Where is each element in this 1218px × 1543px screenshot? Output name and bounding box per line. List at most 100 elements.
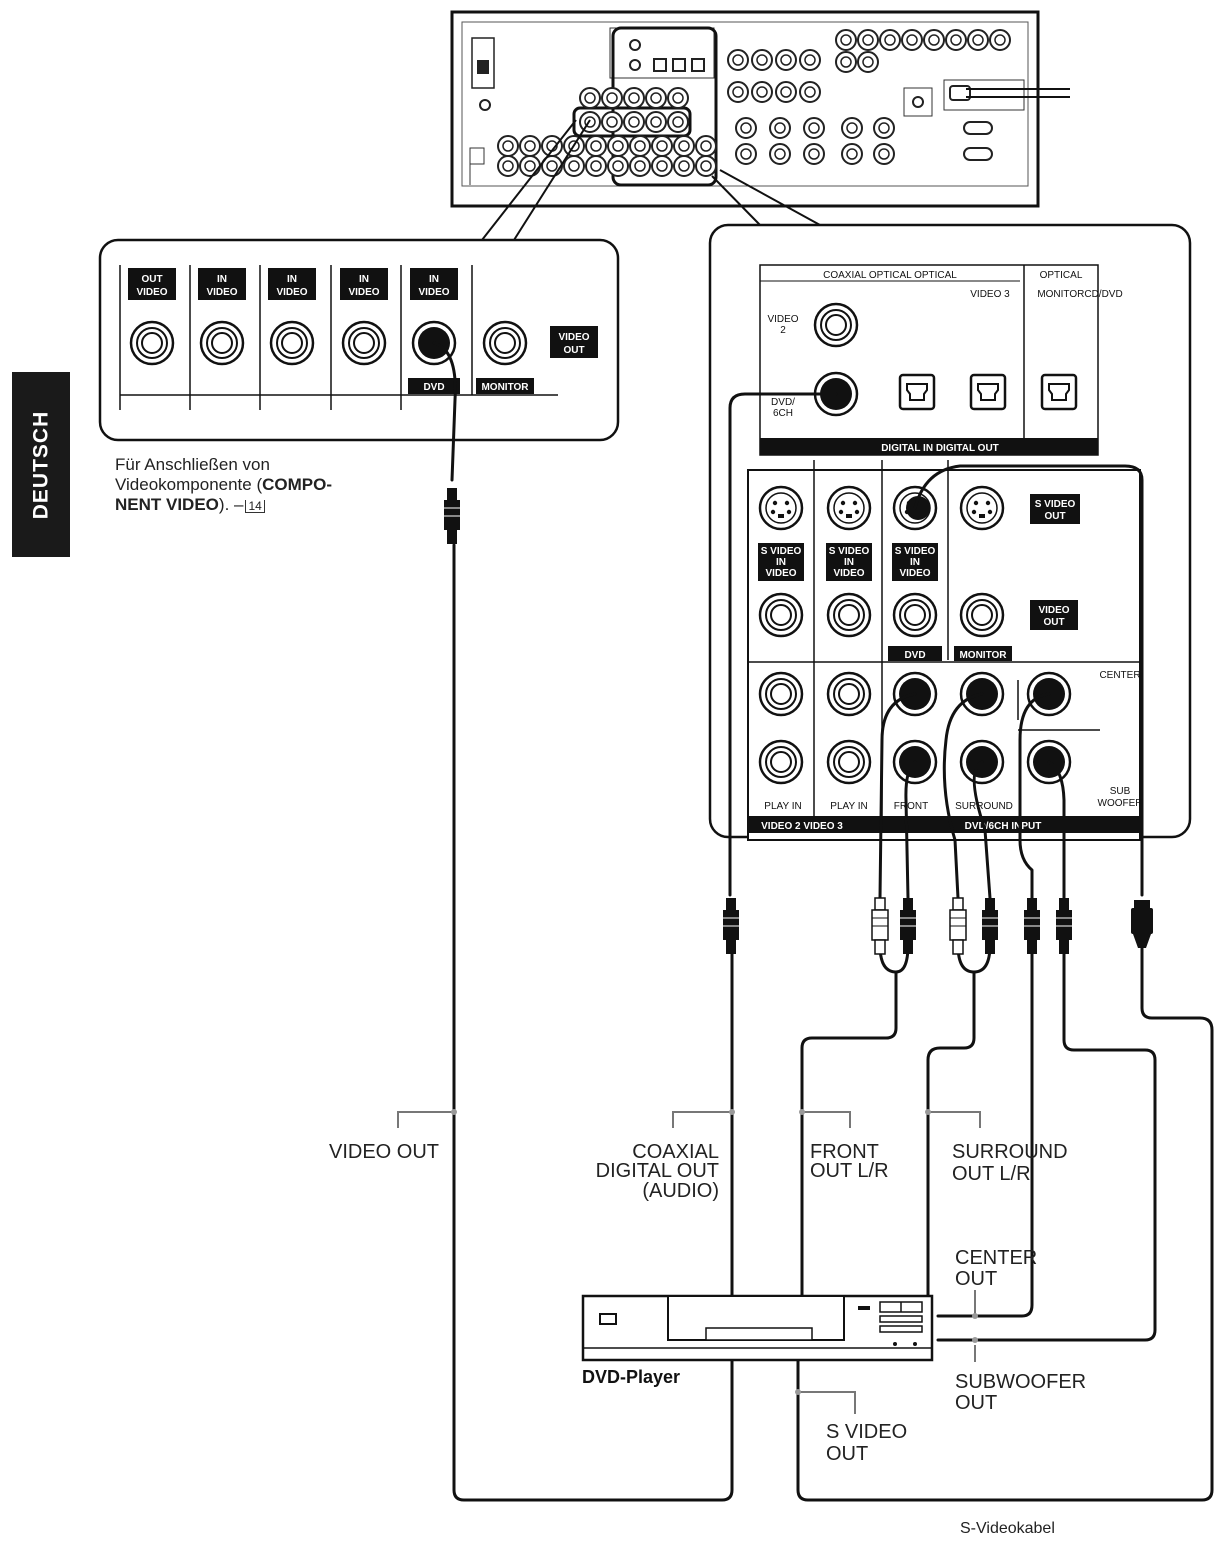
- svg-text:6CH: 6CH: [773, 408, 793, 419]
- label-dvd: DVD: [408, 378, 460, 394]
- jack-in-video-2: [269, 320, 315, 366]
- play-in-label-1: PLAY IN: [764, 801, 801, 812]
- label-video-out-right: VIDEO OUT: [1030, 600, 1078, 630]
- label-s-video-in-2: S VIDEO IN VIDEO: [826, 543, 872, 581]
- note-bold-1: COMPO-: [262, 475, 333, 494]
- svg-text:VIDEO: VIDEO: [418, 287, 449, 298]
- label-surround-out: SURROUND: [952, 1141, 1068, 1163]
- audio-play-in-2-r: [826, 739, 872, 785]
- svg-text:IN: IN: [776, 557, 786, 568]
- optical-jack-2: [969, 373, 1007, 411]
- label-center-out: CENTER: [955, 1247, 1037, 1269]
- s-video-cable: [913, 464, 1144, 897]
- svg-text:(AUDIO): (AUDIO): [642, 1180, 719, 1202]
- svg-text:OUT: OUT: [955, 1268, 997, 1290]
- bottom-bar-right: DVD/6CH INPUT: [965, 821, 1042, 832]
- coaxial-cable: [728, 392, 838, 897]
- svg-text:VIDEO: VIDEO: [765, 568, 796, 579]
- digital-header: COAXIAL OPTICAL OPTICAL: [823, 270, 957, 281]
- surround-cable-r: [972, 760, 992, 900]
- note-bold-2: NENT VIDEO: [115, 495, 219, 514]
- svg-text:VIDEO: VIDEO: [206, 287, 237, 298]
- optical-header: OPTICAL: [1040, 270, 1083, 281]
- receiver-rear-panel: [450, 10, 1070, 208]
- audio-play-in-1-r: [758, 739, 804, 785]
- svg-text:S VIDEO: S VIDEO: [829, 546, 870, 557]
- label-video-out: VIDEO OUT: [550, 326, 598, 358]
- jack-out-video: [129, 320, 175, 366]
- s-video-in-1: [758, 485, 804, 531]
- play-in-label-2: PLAY IN: [830, 801, 867, 812]
- plugs: [443, 487, 1153, 955]
- svg-text:IN: IN: [429, 274, 439, 285]
- label-front-out: FRONT: [810, 1141, 879, 1163]
- video-in-1: [758, 592, 804, 638]
- left-zoom-panel: OUT VIDEO IN VIDEO IN VIDEO IN VIDEO IN …: [98, 238, 620, 442]
- dvd-player: DVD-Player: [581, 1294, 934, 1387]
- svg-text:VIDEO: VIDEO: [276, 287, 307, 298]
- s-video-plug: [1131, 900, 1153, 948]
- video-in-dvd: [892, 592, 938, 638]
- svg-text:IN: IN: [910, 557, 920, 568]
- label-subwoofer-out: SUBWOOFER: [955, 1371, 1086, 1393]
- svg-text:OUT: OUT: [1044, 511, 1065, 522]
- svg-text:WOOFER: WOOFER: [1098, 798, 1143, 809]
- dvd-player-label: DVD-Player: [582, 1367, 680, 1387]
- surround-cable-l: [942, 692, 984, 900]
- label-in-video-2: IN VIDEO: [268, 268, 316, 300]
- component-video-note: Für Anschließen von Videokomponente (COM…: [115, 455, 435, 515]
- jack-coaxial-video2: [813, 302, 859, 348]
- svg-text:OUT: OUT: [563, 345, 584, 356]
- label-video-out-cable: VIDEO OUT: [329, 1141, 439, 1163]
- label-coaxial: COAXIAL: [632, 1141, 719, 1163]
- audio-play-in-2-l: [826, 671, 872, 717]
- callout-dots: [451, 1109, 978, 1395]
- sub-woofer-label: SUB: [1110, 786, 1131, 797]
- front-label: FRONT: [894, 801, 928, 812]
- video3-label: VIDEO 3: [970, 289, 1010, 300]
- svg-text:MONITOR: MONITOR: [959, 650, 1007, 661]
- label-in-video-1: IN VIDEO: [198, 268, 246, 300]
- label-s-video-in-1: S VIDEO IN VIDEO: [758, 543, 804, 581]
- surround-label: SURROUND: [955, 801, 1013, 812]
- svg-text:OUT: OUT: [955, 1392, 997, 1414]
- cables: [432, 341, 1214, 1502]
- svg-text:OUT L/R: OUT L/R: [952, 1163, 1031, 1185]
- front-cable-l: [878, 692, 917, 900]
- s-video-out: [959, 485, 1005, 531]
- center-label: CENTER: [1099, 670, 1140, 681]
- label-s-videokabel: S-Videokabel: [960, 1520, 1055, 1537]
- svg-text:DVD: DVD: [423, 382, 444, 393]
- center-cable: [1018, 692, 1051, 900]
- svg-text:DIGITAL OUT: DIGITAL OUT: [596, 1160, 719, 1182]
- bottom-bar-left: VIDEO 2 VIDEO 3: [761, 821, 843, 832]
- svg-text:S VIDEO: S VIDEO: [761, 546, 802, 557]
- svg-text:OUT L/R: OUT L/R: [810, 1160, 889, 1182]
- jack-in-video-3: [341, 320, 387, 366]
- svg-text:OUT: OUT: [1043, 617, 1064, 628]
- audio-play-in-1-l: [758, 671, 804, 717]
- s-video-in-2: [826, 485, 872, 531]
- svg-text:VIDEO: VIDEO: [348, 287, 379, 298]
- optical-jack-out: [1040, 373, 1078, 411]
- front-cable-r: [904, 760, 917, 900]
- jack-in-video-1: [199, 320, 245, 366]
- video-cable: [432, 341, 457, 482]
- label-s-video-out: S VIDEO OUT: [1030, 494, 1080, 524]
- note-line-2: Videokomponente (: [115, 475, 263, 494]
- svg-text:IN: IN: [359, 274, 369, 285]
- optical-jack-1: [898, 373, 936, 411]
- svg-text:VIDEO: VIDEO: [1038, 605, 1069, 616]
- svg-text:OUT: OUT: [826, 1443, 868, 1465]
- svg-text:VIDEO: VIDEO: [136, 287, 167, 298]
- callout-leaders: [397, 1111, 981, 1414]
- right-zoom-panel: COAXIAL OPTICAL OPTICAL OPTICAL VIDEO 3 …: [708, 223, 1192, 841]
- language-tab: DEUTSCH: [12, 372, 70, 557]
- svg-text:DVD: DVD: [904, 650, 925, 661]
- zoom-connectors: [481, 119, 821, 241]
- svg-text:IN: IN: [217, 274, 227, 285]
- label-s-video-in-3: S VIDEO IN VIDEO: [892, 543, 938, 581]
- label-monitor-right: MONITOR: [954, 646, 1012, 661]
- label-s-video-out: S VIDEO: [826, 1421, 907, 1443]
